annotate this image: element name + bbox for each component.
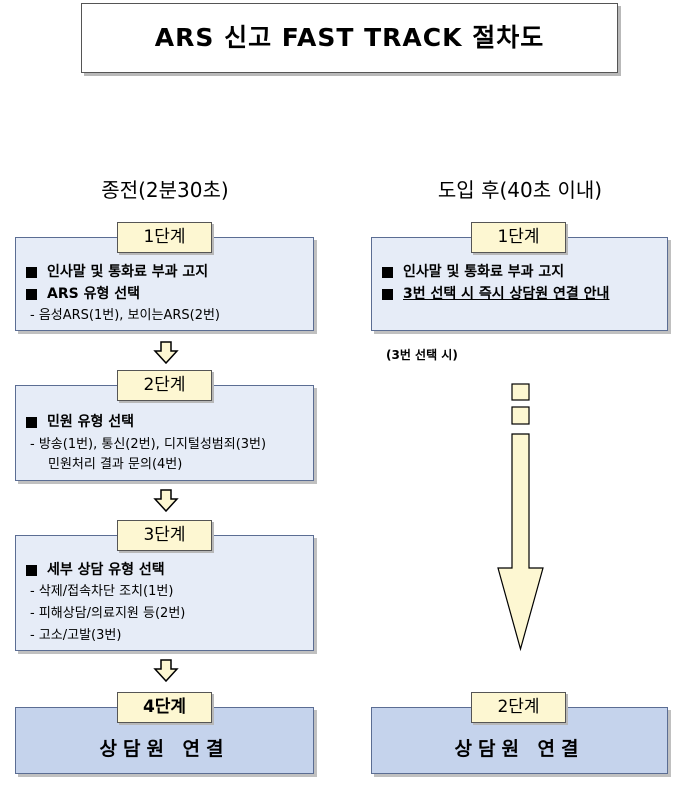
right-step1-label: 1단계 (471, 222, 566, 253)
right-final-box: 상담원 연결 (371, 707, 668, 774)
left-step2-sub-2: 민원처리 결과 문의(4번) (48, 457, 183, 472)
bullet-square-icon (26, 416, 37, 428)
left-step2-sub-1: - 방송(1번), 통신(2번), 디지털성범죄(3번) (30, 437, 267, 452)
bullet-square-icon (382, 288, 393, 300)
right-column-header: 도입 후(40초 이내) (437, 178, 603, 202)
left-step3-bullet-1: 세부 상담 유형 선택 (26, 561, 165, 579)
right-step1-bullet-2: 3번 선택 시 즉시 상담원 연결 안내 (382, 285, 609, 303)
left-step3-sub-2: - 피해상담/의료지원 등(2번) (30, 606, 186, 621)
left-step2-bullet-1: 민원 유형 선택 (26, 413, 134, 431)
left-final-text: 상담원 연결 (99, 738, 230, 760)
left-step3-sub-3: - 고소/고발(3번) (30, 628, 122, 643)
left-step2-box: 민원 유형 선택 - 방송(1번), 통신(2번), 디지털성범죄(3번) 민원… (15, 385, 314, 481)
left-step3-sub-1: - 삭제/접속차단 조치(1번) (30, 584, 174, 599)
left-final-label: 4단계 (117, 692, 212, 723)
right-final-text: 상담원 연결 (454, 738, 585, 760)
bullet-square-icon (26, 288, 37, 300)
right-step1-bullet-1: 인사말 및 통화료 부과 고지 (382, 263, 564, 281)
left-step1-bullet-2: ARS 유형 선택 (26, 285, 140, 303)
left-step1-bullet-1: 인사말 및 통화료 부과 고지 (26, 263, 208, 281)
bullet-square-icon (26, 266, 37, 278)
left-step1-label: 1단계 (117, 222, 212, 253)
title-box: ARS 신고 FAST TRACK 절차도 (81, 3, 618, 73)
down-arrow-icon (153, 659, 179, 683)
left-step1-sub-1: - 음성ARS(1번), 보이는ARS(2번) (30, 308, 220, 323)
left-step3-label: 3단계 (117, 520, 212, 551)
long-down-arrow-icon (497, 383, 544, 652)
down-arrow-icon (153, 489, 179, 513)
left-column-header: 종전(2분30초) (101, 178, 229, 202)
left-step2-label: 2단계 (117, 370, 212, 401)
bullet-square-icon (26, 564, 37, 576)
left-step3-box: 세부 상담 유형 선택 - 삭제/접속차단 조치(1번) - 피해상담/의료지원… (15, 535, 314, 651)
diagram-title: ARS 신고 FAST TRACK 절차도 (154, 23, 545, 52)
right-final-label: 2단계 (471, 692, 566, 723)
selection-note: (3번 선택 시) (386, 348, 458, 362)
down-arrow-icon (153, 341, 179, 365)
bullet-square-icon (382, 266, 393, 278)
